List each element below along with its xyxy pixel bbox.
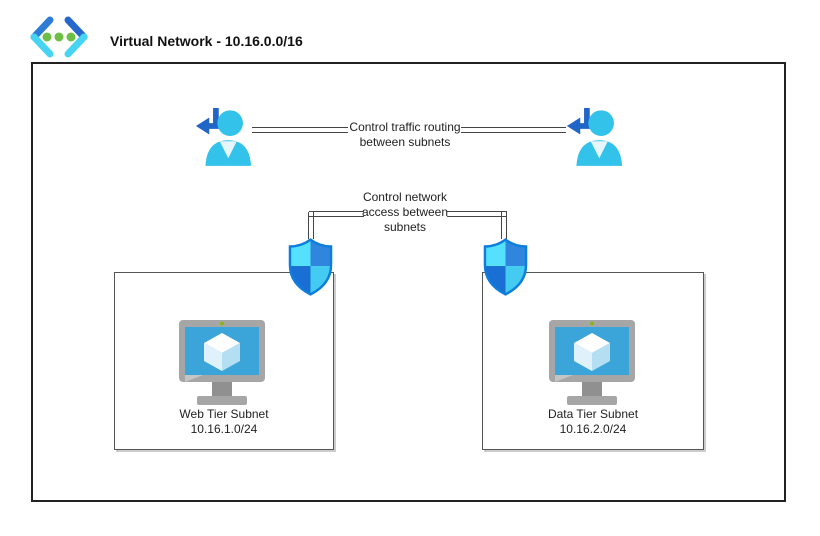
subnet-label: Data Tier Subnet 10.16.2.0/24 (483, 407, 703, 437)
nsg-label-line2: access between (361, 205, 449, 219)
routing-label-line1: Control traffic routing (349, 120, 461, 134)
routing-connector-line-right (461, 127, 566, 133)
route-table-icon (566, 107, 623, 166)
nsg-shield-icon (288, 238, 333, 296)
routing-connector-label: Control traffic routing between subnets (338, 120, 472, 150)
nsg-connector-line-right (447, 211, 507, 217)
nsg-label-line1: Control network (362, 190, 448, 204)
page-title: Virtual Network - 10.16.0.0/16 (110, 33, 303, 49)
subnet-cidr: 10.16.1.0/24 (190, 422, 258, 436)
route-table-icon (195, 107, 252, 166)
subnet-cidr: 10.16.2.0/24 (559, 422, 627, 436)
virtual-machine-icon (179, 320, 265, 405)
nsg-shield-icon (483, 238, 528, 296)
vnet-boundary-box (31, 62, 786, 502)
routing-connector-line-left (252, 127, 348, 133)
virtual-machine-icon (549, 320, 635, 405)
nsg-label-line3: subnets (383, 220, 427, 234)
nsg-connector-drop-right (501, 212, 507, 239)
routing-label-line2: between subnets (359, 135, 451, 149)
subnet-name: Data Tier Subnet (547, 407, 639, 421)
virtual-network-icon (30, 16, 88, 58)
nsg-connector-drop-left (308, 212, 314, 239)
subnet-name: Web Tier Subnet (179, 407, 269, 421)
nsg-connector-label: Control network access between subnets (350, 190, 460, 235)
subnet-label: Web Tier Subnet 10.16.1.0/24 (115, 407, 333, 437)
nsg-connector-line-left (309, 211, 364, 217)
